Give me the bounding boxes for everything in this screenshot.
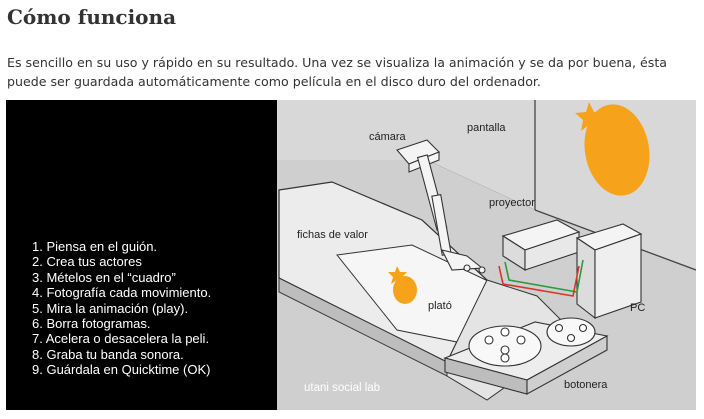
- step-item: 6. Borra fotogramas.: [32, 316, 151, 332]
- how-it-works-illustration: 1. Piensa en el guión. 2. Crea tus actor…: [6, 100, 696, 410]
- step-item: 3. Mételos en el “cuadro”: [32, 269, 176, 285]
- step-item: 9. Guárdala en Quicktime (OK): [32, 362, 211, 378]
- label-fichas-de-valor: fichas de valor: [297, 229, 368, 241]
- label-camara: cámara: [369, 131, 407, 143]
- label-pantalla: pantalla: [467, 122, 506, 134]
- stage-character: [388, 266, 417, 304]
- steps-panel: 1. Piensa en el guión. 2. Crea tus actor…: [6, 100, 277, 410]
- credit-text: utani social lab: [304, 382, 381, 394]
- projected-image: [575, 102, 650, 196]
- label-proyector: proyector: [489, 197, 535, 209]
- step-item: 5. Mira la animación (play).: [32, 300, 189, 316]
- button-console: [443, 317, 609, 395]
- step-item: 8. Graba tu banda sonora.: [32, 346, 184, 362]
- steps-list: 1. Piensa en el guión. 2. Crea tus actor…: [32, 239, 211, 378]
- projector: [501, 219, 581, 272]
- label-plato: plató: [428, 300, 452, 312]
- step-item: 7. Acelera o desacelera la peli.: [32, 331, 210, 347]
- step-item: 1. Piensa en el guión.: [32, 239, 158, 254]
- intro-paragraph: Es sencillo en su uso y rápido en su res…: [7, 55, 667, 89]
- studio-scene: cámara pantalla proyector fichas de valo…: [277, 100, 696, 410]
- label-pc: PC: [630, 302, 645, 314]
- label-botonera: botonera: [564, 379, 608, 391]
- page-title: Cómo funciona: [7, 5, 177, 29]
- camera-stand: [396, 139, 486, 274]
- pc-tower: [575, 223, 643, 320]
- step-item: 4. Fotografía cada movimiento.: [32, 285, 212, 301]
- step-item: 2. Crea tus actores: [32, 254, 142, 270]
